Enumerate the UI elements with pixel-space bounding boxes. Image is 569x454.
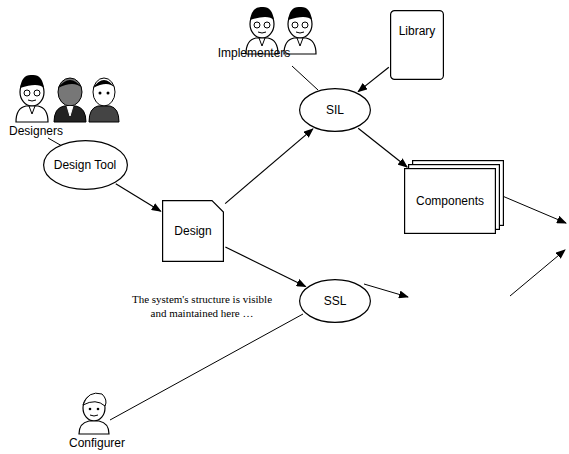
output-arrow (510, 250, 565, 296)
node-label: SSL (324, 294, 347, 308)
process-ellipse: SSL (299, 279, 371, 323)
node-label: Design Tool (54, 158, 116, 172)
component-stack: Components (404, 168, 496, 234)
document-shape: Design (162, 200, 224, 262)
annotation-note: The system's structure is visible and ma… (124, 292, 280, 320)
leader-line (292, 66, 318, 90)
flow-arrow (225, 129, 313, 204)
process-ellipse: Design Tool (43, 140, 128, 190)
node-label: Design (174, 224, 211, 238)
designer-icon (16, 75, 119, 122)
library-box: Library (390, 10, 444, 80)
output-arrow (500, 195, 566, 223)
node-outline (390, 10, 444, 80)
node-label: Components (416, 194, 484, 208)
role-label: Configurer (62, 436, 132, 450)
flow-arrow (358, 128, 407, 167)
process-ellipse: SIL (299, 88, 371, 132)
flow-arrow (116, 184, 161, 211)
node-label: SIL (326, 103, 344, 117)
flow-arrow (225, 247, 305, 287)
configurer-icon (79, 393, 109, 434)
node-label: Library (399, 24, 436, 38)
role-label: Implementers (212, 46, 296, 60)
output-arrow (364, 284, 408, 297)
leader-line (110, 314, 303, 420)
role-label: Designers (4, 124, 68, 138)
flow-arrow (358, 67, 389, 91)
